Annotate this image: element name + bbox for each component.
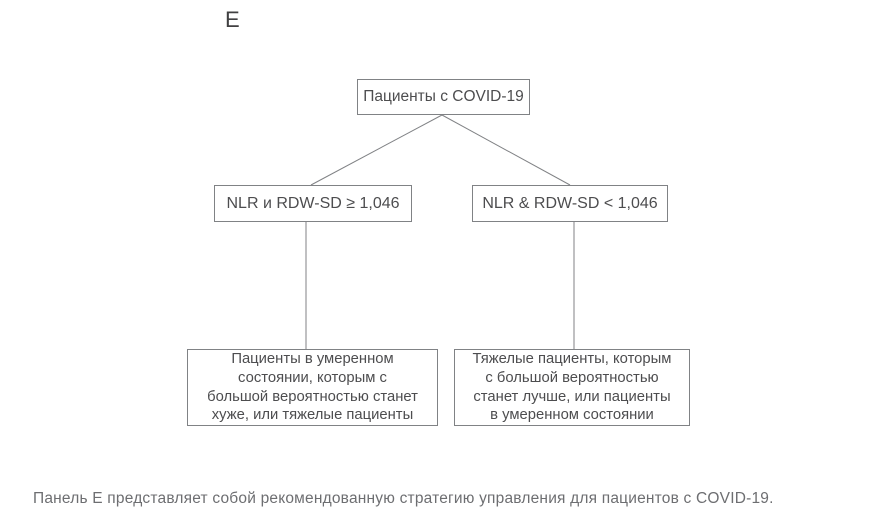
connector-root-to-left	[310, 114, 443, 186]
node-nlr-rdw-ge-1046: NLR и RDW-SD ≥ 1,046	[214, 185, 412, 222]
node-nlr-rdw-lt-1046: NLR & RDW-SD < 1,046	[472, 185, 668, 222]
figure-caption: Панель E представляет собой рекомендован…	[33, 490, 774, 507]
panel-label: E	[225, 7, 241, 32]
node-outcome-severe-improving: Тяжелые пациенты, которым с большой веро…	[454, 349, 690, 426]
connector-root-to-right	[441, 114, 571, 186]
node-patients-covid: Пациенты с COVID-19	[357, 79, 530, 115]
node-outcome-moderate-worsening: Пациенты в умеренном состоянии, которым …	[187, 349, 438, 426]
